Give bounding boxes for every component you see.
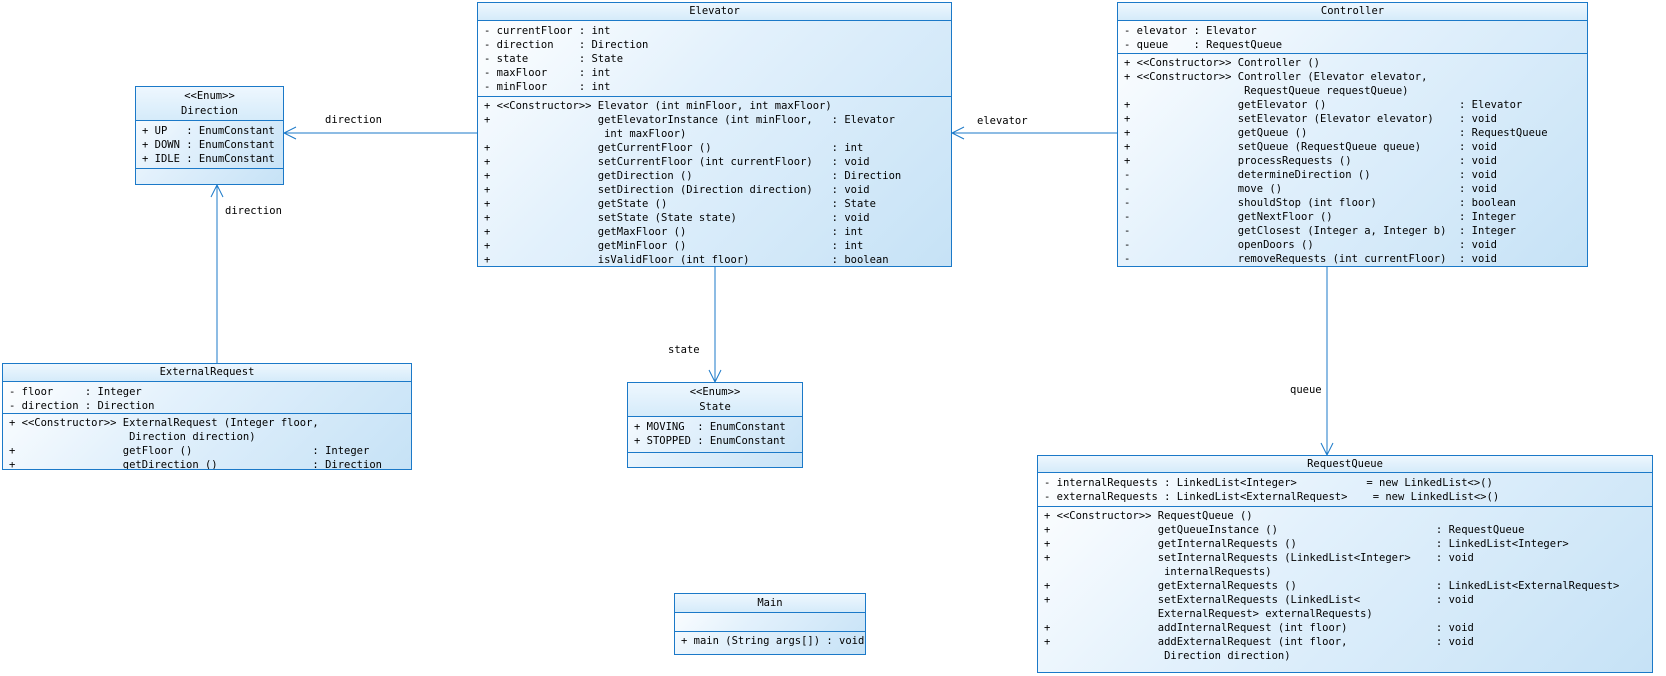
edge-label-state: state: [668, 344, 700, 356]
external-request-methods: + <<Constructor>> ExternalRequest (Integ…: [3, 413, 411, 469]
class-box-state[interactable]: <<Enum>> State + MOVING : EnumConstant +…: [627, 382, 803, 468]
main-attributes: [675, 612, 865, 631]
edge-controller-queue: [1320, 267, 1334, 457]
class-box-direction[interactable]: <<Enum>> Direction + UP : EnumConstant +…: [135, 86, 284, 185]
edge-controller-elevator: [950, 126, 1117, 140]
request-queue-attributes: - internalRequests : LinkedList<Integer>…: [1038, 472, 1652, 506]
elevator-attributes: - currentFloor : int - direction : Direc…: [478, 20, 951, 96]
external-request-attributes: - floor : Integer - direction : Directio…: [3, 381, 411, 413]
stereotype-label: <<Enum>>: [689, 385, 741, 398]
class-name: Direction: [181, 104, 238, 117]
edge-elevator-state: [708, 267, 722, 384]
controller-attributes: - elevator : Elevator - queue : RequestQ…: [1118, 20, 1587, 53]
edge-externalrequest-direction: [210, 183, 224, 363]
class-name: State: [699, 400, 731, 413]
edge-label-direction-vertical: direction: [225, 205, 282, 217]
class-title-elevator: Elevator: [478, 3, 951, 20]
controller-methods: + <<Constructor>> Controller () + <<Cons…: [1118, 53, 1587, 266]
state-methods: [628, 452, 802, 467]
class-title-controller: Controller: [1118, 3, 1587, 20]
class-box-controller[interactable]: Controller - elevator : Elevator - queue…: [1117, 2, 1588, 267]
main-methods: + main (String args[]) : void: [675, 631, 865, 654]
class-name: Elevator: [689, 5, 740, 17]
direction-attributes: + UP : EnumConstant + DOWN : EnumConstan…: [136, 120, 283, 168]
stereotype-label: <<Enum>>: [184, 89, 235, 102]
class-title-main: Main: [675, 594, 865, 612]
edge-elevator-direction: [282, 126, 477, 140]
class-box-external-request[interactable]: ExternalRequest - floor : Integer - dire…: [2, 363, 412, 470]
state-attributes: + MOVING : EnumConstant + STOPPED : Enum…: [628, 416, 802, 452]
class-box-elevator[interactable]: Elevator - currentFloor : int - directio…: [477, 2, 952, 267]
class-box-request-queue[interactable]: RequestQueue - internalRequests : Linked…: [1037, 455, 1653, 673]
class-box-main[interactable]: Main + main (String args[]) : void: [674, 593, 866, 655]
class-name: Controller: [1320, 5, 1385, 17]
elevator-methods: + <<Constructor>> Elevator (int minFloor…: [478, 96, 951, 266]
direction-methods: [136, 168, 283, 184]
edge-label-direction-horizontal: direction: [325, 114, 382, 126]
class-title-state: <<Enum>> State: [628, 383, 802, 416]
class-title-direction: <<Enum>> Direction: [136, 87, 283, 120]
class-name: RequestQueue: [1307, 457, 1383, 470]
class-name: Main: [757, 596, 783, 609]
edge-label-queue: queue: [1290, 384, 1322, 396]
class-title-request-queue: RequestQueue: [1038, 456, 1652, 472]
edge-label-elevator: elevator: [977, 115, 1028, 127]
request-queue-methods: + <<Constructor>> RequestQueue () + getQ…: [1038, 506, 1652, 672]
class-name: ExternalRequest: [159, 366, 255, 378]
class-title-external-request: ExternalRequest: [3, 364, 411, 381]
